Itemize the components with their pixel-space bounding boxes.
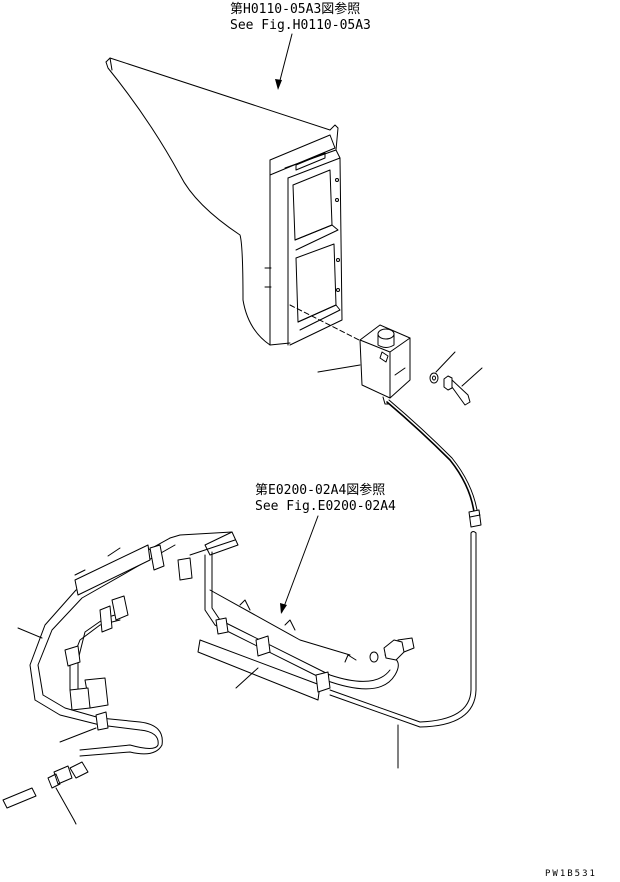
washer-leader: [435, 351, 456, 373]
washer: [429, 372, 439, 384]
nozzle-fitting: [47, 761, 89, 789]
end-cap: [2, 787, 37, 809]
bolt-leader: [461, 367, 483, 387]
upper-reference-en: See Fig.H0110-05A3: [230, 18, 371, 33]
lower-reference-en: See Fig.E0200-02A4: [255, 499, 396, 514]
lower-reference-arrow: [280, 515, 319, 614]
leader-clamp-mid: [235, 667, 259, 689]
bolt: [443, 375, 471, 406]
pipe-assembly: [29, 531, 399, 757]
tank-leader: [317, 364, 361, 373]
leader-nozzle: [55, 787, 75, 821]
washer-hose: [386, 399, 482, 528]
upper-reference-arrow: [275, 33, 293, 90]
long-hose: [329, 531, 477, 728]
leader-clamp-upper: [107, 547, 121, 557]
connector-bolt: [369, 637, 415, 663]
fender-cover: [105, 57, 366, 346]
leader-end-cap-mark: [73, 819, 77, 825]
lower-reference-jp: 第E0200-02A4図参照: [255, 482, 385, 498]
washer-tank: [359, 324, 411, 405]
drawing-code: PW1B531: [545, 869, 597, 879]
leader-pipe-lower: [59, 727, 97, 743]
leader-pipe-left: [17, 627, 43, 639]
upper-reference-jp: 第H0110-05A3図参照: [230, 1, 360, 17]
